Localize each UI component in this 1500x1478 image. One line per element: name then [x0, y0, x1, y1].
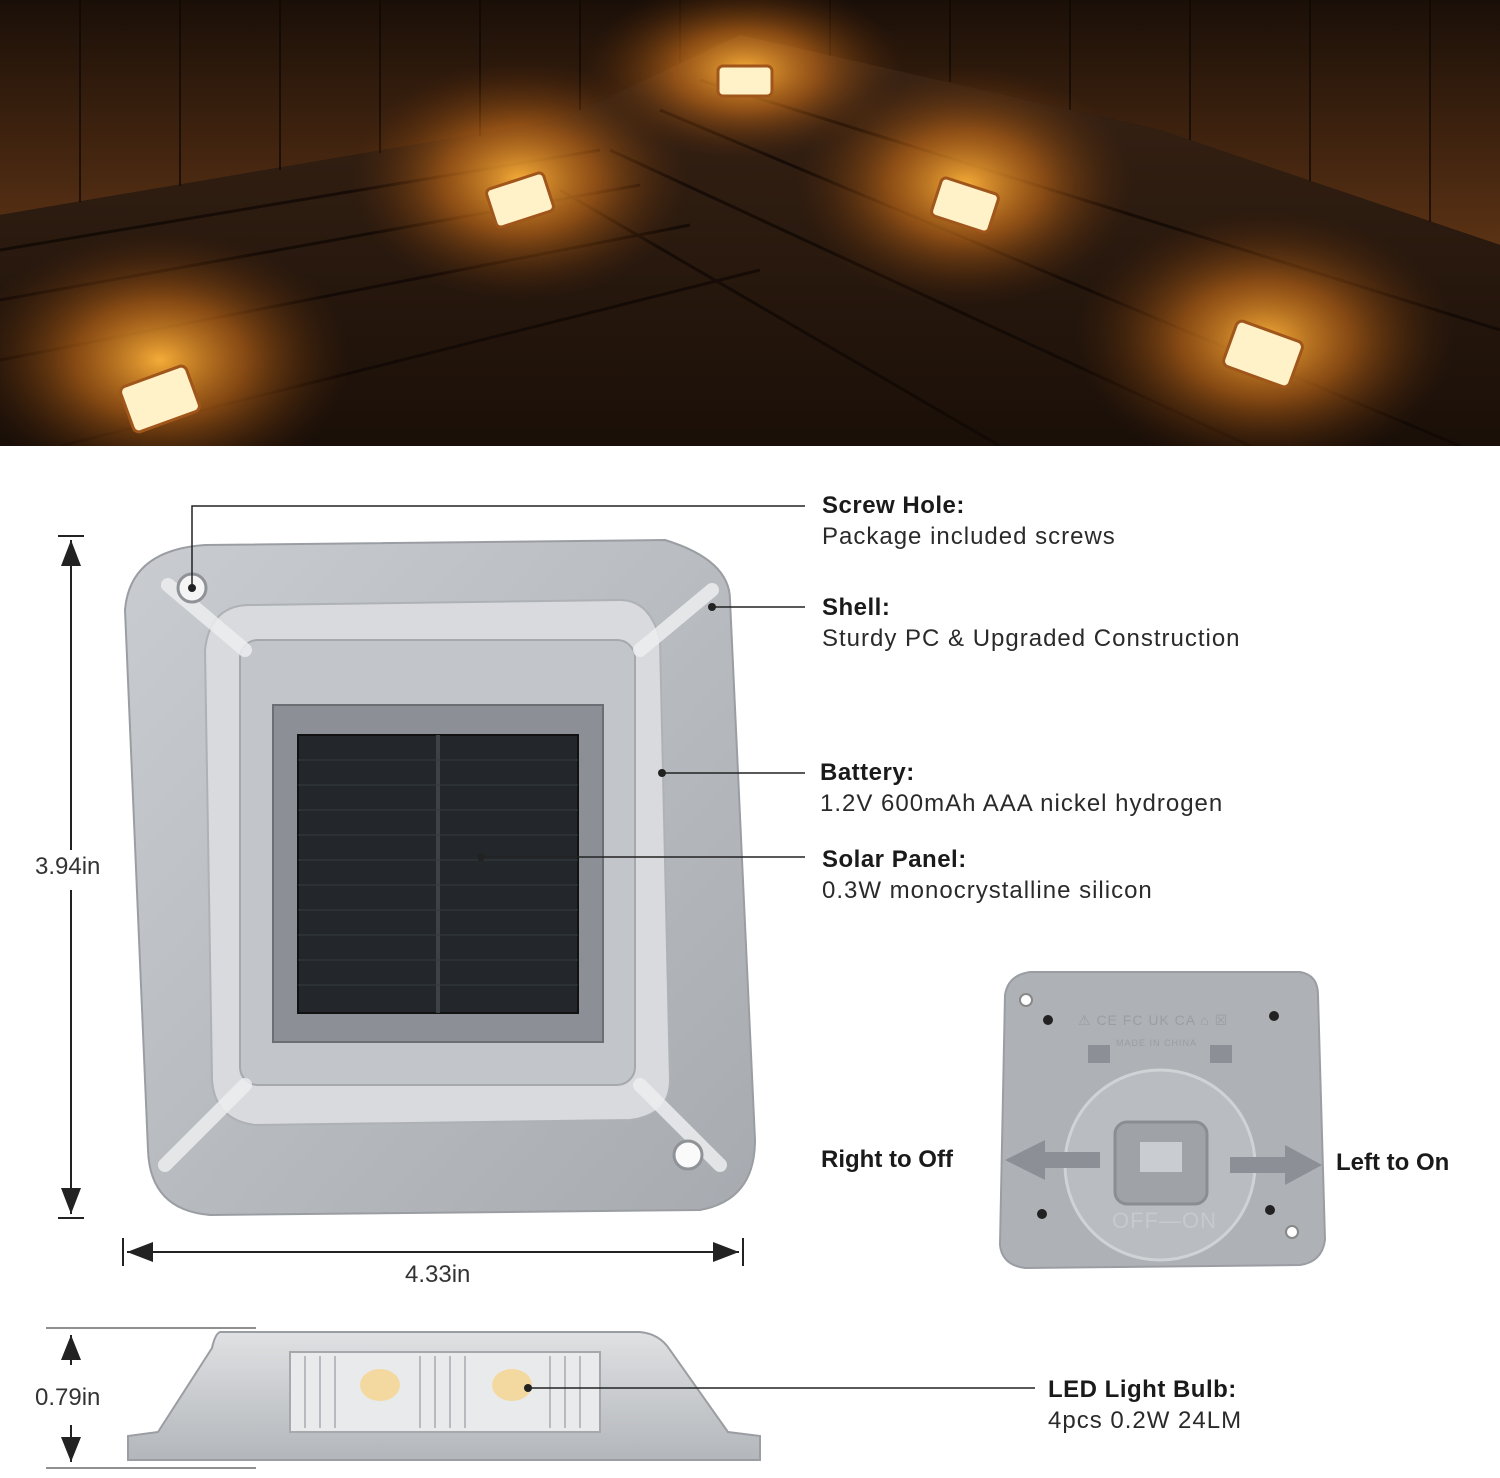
feature-title-led-bulb: LED Light Bulb:: [1048, 1376, 1237, 1403]
dimension-width-label: 4.33in: [405, 1261, 471, 1288]
switch-off-label: Right to Off: [821, 1146, 953, 1173]
product-diagram: [46, 505, 1327, 1469]
feature-title-screw-hole: Screw Hole:: [822, 492, 965, 519]
leader-lines: [191, 505, 1035, 1389]
feature-title-shell: Shell:: [822, 594, 891, 621]
certification-marks: ⚠ CE FC UK CA ⌂ ☒: [1078, 1012, 1229, 1028]
light-top-view: [123, 538, 757, 1217]
feature-desc-shell: Sturdy PC & Upgraded Construction: [822, 625, 1241, 652]
feature-title-battery: Battery:: [820, 759, 915, 786]
feature-desc-screw-hole: Package included screws: [822, 523, 1116, 550]
dimension-height-label: 3.94in: [35, 853, 101, 880]
feature-desc-solar-panel: 0.3W monocrystalline silicon: [822, 877, 1153, 904]
feature-desc-led-bulb: 4pcs 0.2W 24LM: [1048, 1407, 1243, 1434]
dimension-depth-label: 0.79in: [35, 1384, 101, 1411]
light-back-view: [998, 971, 1327, 1270]
switch-on-label: Left to On: [1336, 1149, 1450, 1176]
made-in-marking: MADE IN CHINA: [1116, 1038, 1198, 1048]
feature-title-solar-panel: Solar Panel:: [822, 846, 967, 873]
dimension-lines: [46, 535, 744, 1469]
deck-lights-photo: [0, 0, 1500, 446]
feature-desc-battery: 1.2V 600mAh AAA nickel hydrogen: [820, 790, 1224, 817]
switch-marking: OFF—ON: [1112, 1208, 1217, 1233]
light-side-view: [127, 1331, 761, 1461]
